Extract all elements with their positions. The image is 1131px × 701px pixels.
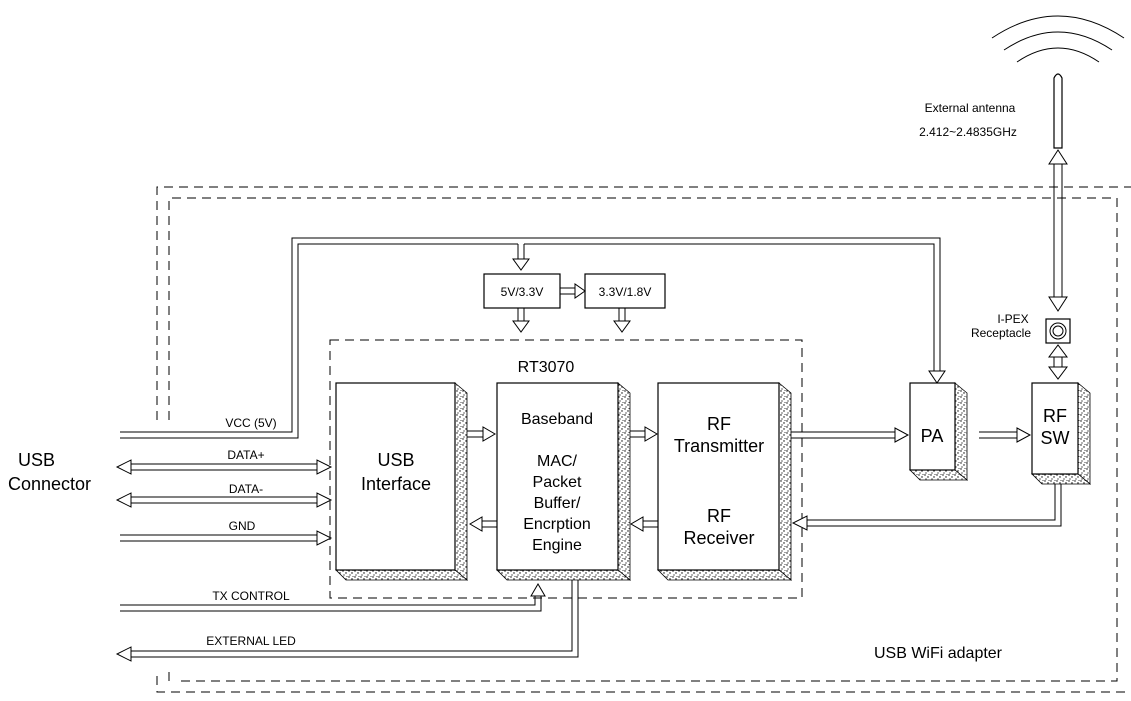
usb-to-baseband-arrow (467, 426, 496, 442)
data-plus-label: DATA+ (227, 448, 264, 462)
regulator-5v-3v3 (483, 273, 561, 309)
rf-switch-line2: SW (1041, 428, 1070, 448)
antenna-wave-middle (1003, 31, 1113, 51)
rf-receiver-line2: Receiver (683, 528, 754, 548)
gnd-line (120, 530, 333, 546)
antenna-wave-outer (991, 15, 1125, 39)
antenna-wave-inner (1016, 47, 1100, 63)
baseband-to-usb-arrow (469, 516, 497, 532)
pa-to-rfsw-arrow (979, 427, 1032, 443)
usb-interface-label-line2: Interface (361, 474, 431, 494)
chip-name: RT3070 (518, 359, 575, 376)
baseband-line-4: Encrption (523, 516, 591, 533)
antenna (991, 15, 1125, 149)
usb-connector-label-line2: Connector (8, 474, 91, 494)
adapter-outline-outer (156, 186, 1131, 420)
adapter-outline-inner (168, 197, 1118, 682)
rf-receiver-line1: RF (707, 506, 731, 526)
data-minus-line (115, 492, 333, 508)
baseband-title: Baseband (521, 411, 593, 428)
gnd-label: GND (229, 519, 256, 533)
external-led-line (115, 580, 579, 662)
vcc-label: VCC (5V) (225, 416, 276, 430)
baseband-line-3: Buffer/ (534, 495, 581, 512)
baseband-block (496, 382, 632, 581)
ipex-label-line2: Receptacle (971, 326, 1031, 340)
regulator-link-arrow (560, 283, 586, 299)
rf-switch-block (1031, 382, 1092, 485)
vcc-reg-arrowhead (512, 258, 530, 271)
ipex-receptacle (1045, 318, 1071, 344)
baseband-line-2: Packet (533, 474, 582, 491)
baseband-to-rf-arrow (630, 426, 658, 442)
usb-interface-label-line1: USB (377, 450, 414, 470)
tx-control-line (120, 583, 546, 612)
external-led-label: EXTERNAL LED (206, 634, 296, 648)
vcc-rail (120, 237, 946, 439)
data-minus-label: DATA- (229, 482, 263, 496)
usb-interface-block (335, 382, 469, 581)
pa-block (909, 382, 969, 481)
rfsw-to-rf-receiver-arrow (791, 484, 1062, 531)
adapter-outline-outer-bottom (156, 676, 1131, 693)
tx-control-label: TX CONTROL (212, 589, 290, 603)
antenna-rod (1053, 73, 1063, 149)
regulator-output-arrows (512, 308, 631, 333)
adapter-label: USB WiFi adapter (874, 645, 1003, 662)
data-plus-line (115, 459, 333, 475)
ipex-rfsw-arrow (1048, 344, 1068, 380)
rf-switch-line1: RF (1043, 406, 1067, 426)
ipex-label-line1: I-PEX (997, 312, 1028, 326)
vcc-pa-arrowhead (928, 370, 946, 384)
regulator-5v-3v3-label: 5V/3.3V (501, 285, 544, 299)
rf-to-pa-arrow (791, 427, 910, 443)
baseband-line-5: Engine (532, 537, 582, 554)
rf-to-baseband-arrow (630, 516, 658, 532)
antenna-frequency: 2.412~2.4835GHz (919, 125, 1017, 139)
regulator-3v3-1v8-label: 3.3V/1.8V (599, 285, 652, 299)
rf-block (657, 382, 793, 581)
baseband-line-1: MAC/ (537, 453, 578, 470)
antenna-feed-arrow (1048, 149, 1068, 312)
usb-connector-label-line1: USB (18, 450, 55, 470)
antenna-label: External antenna (925, 101, 1016, 115)
pa-label: PA (921, 426, 944, 446)
rf-transmitter-line1: RF (707, 414, 731, 434)
rf-transmitter-line2: Transmitter (674, 436, 764, 456)
